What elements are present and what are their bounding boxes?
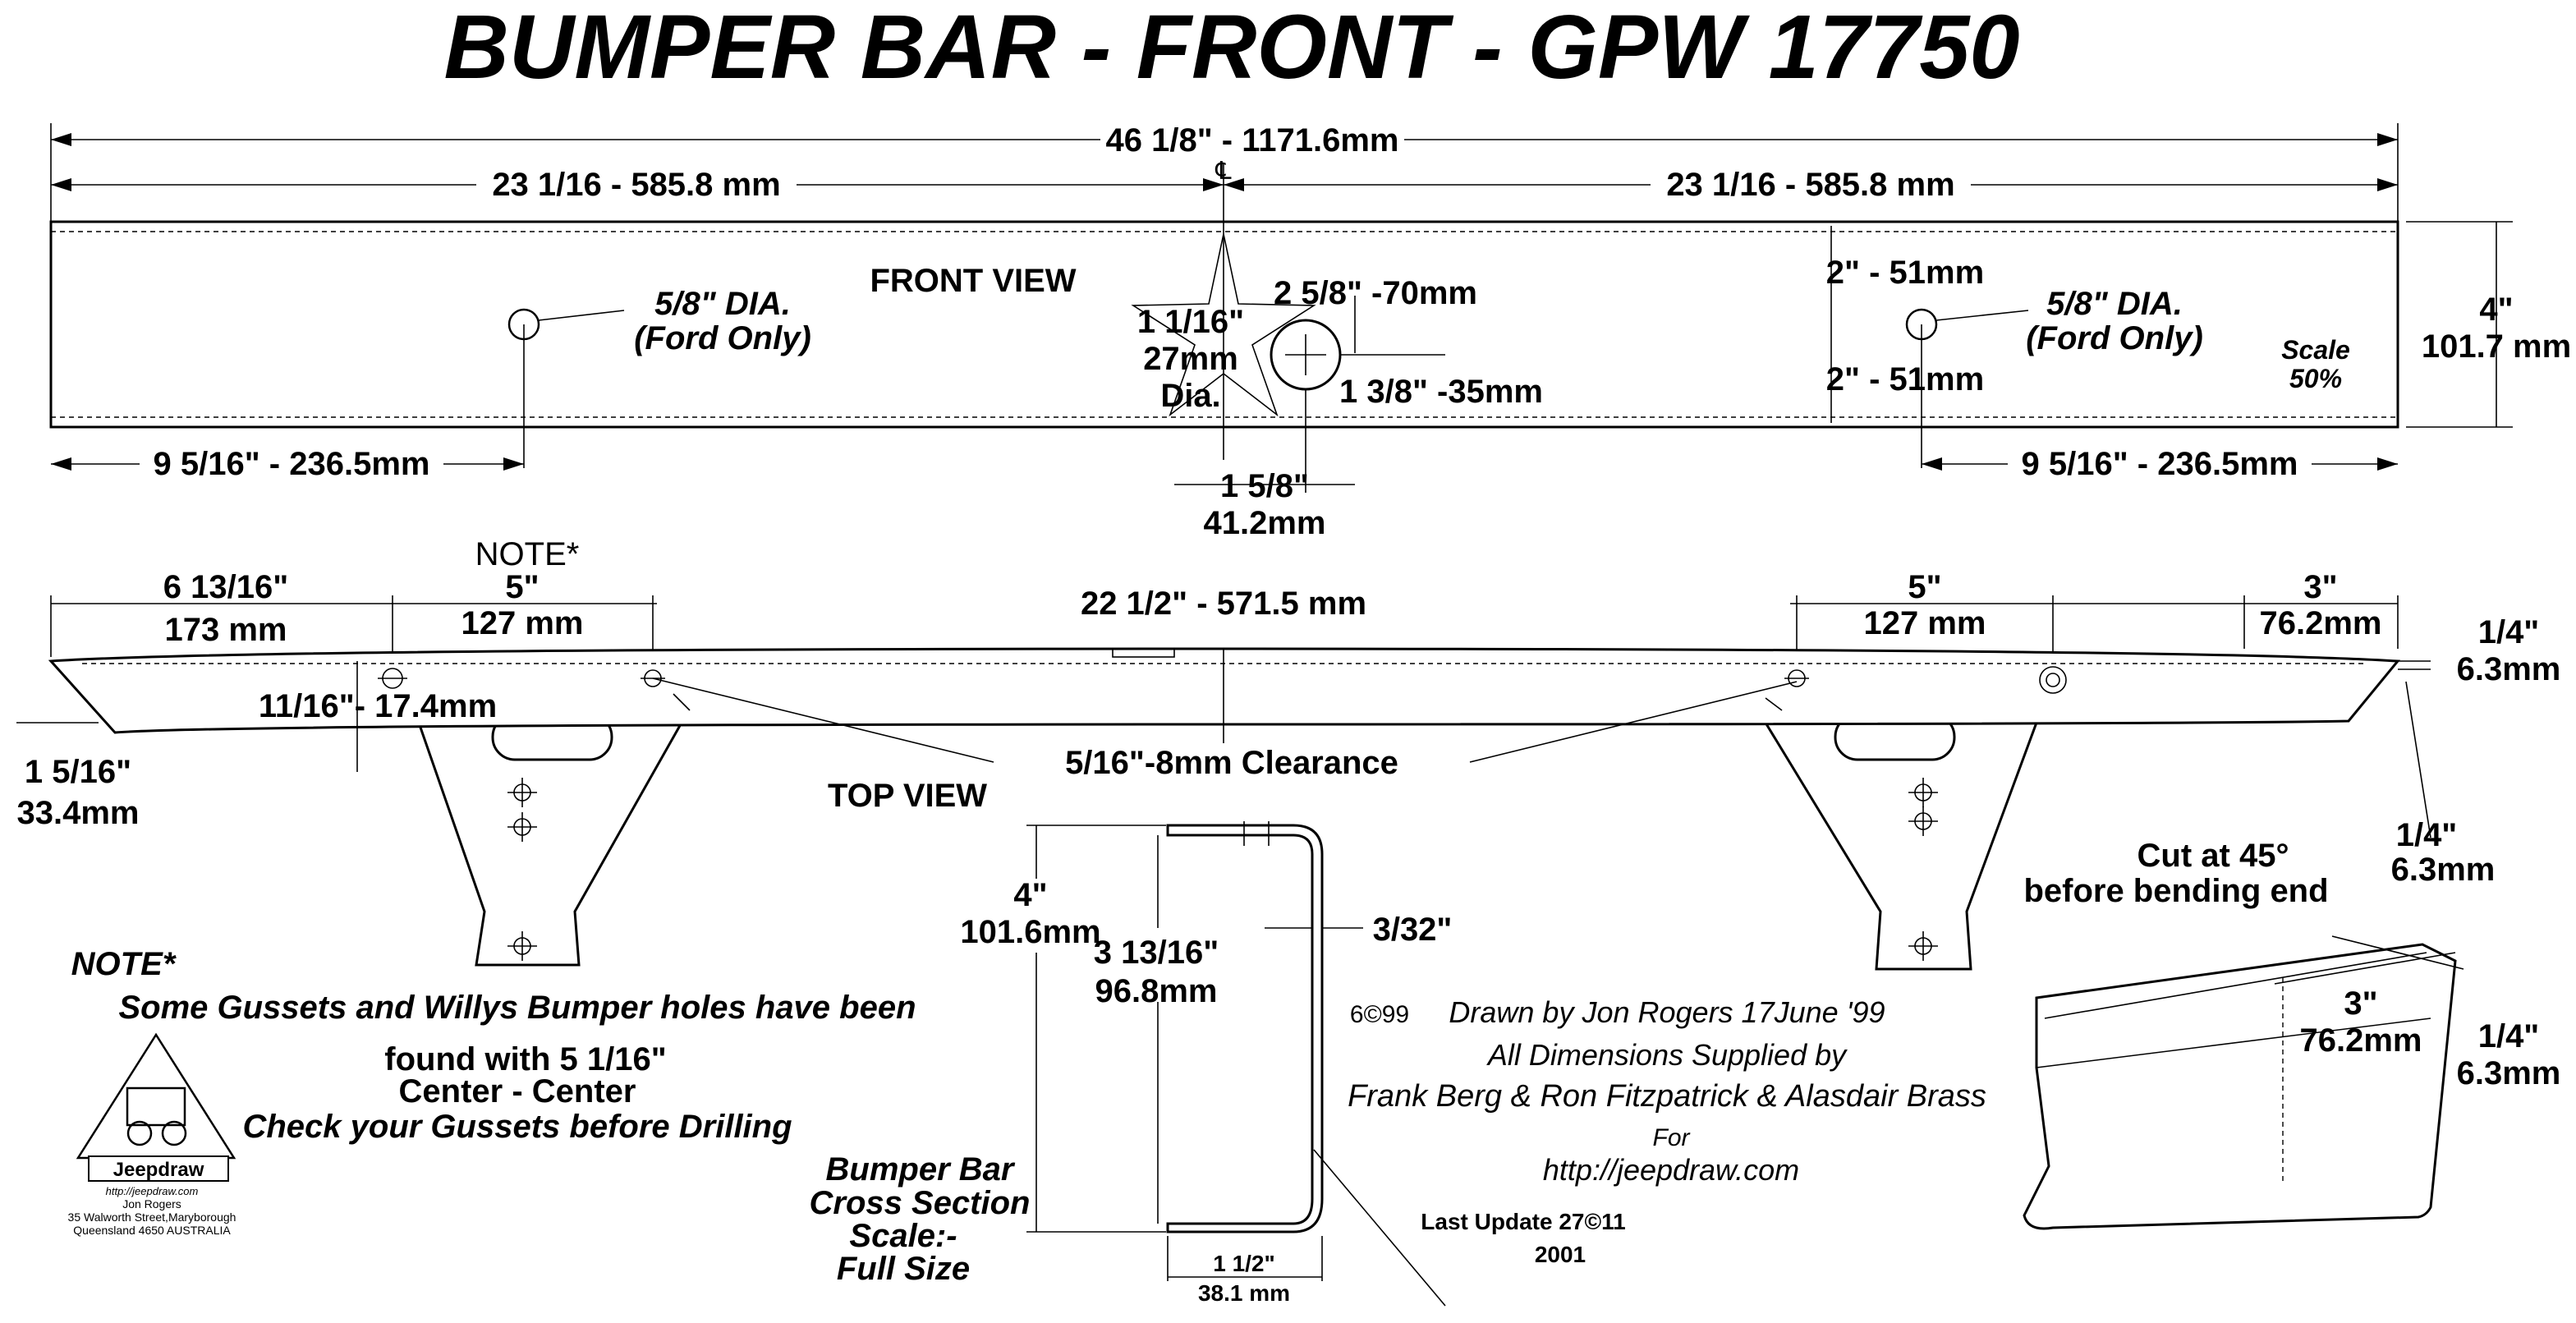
- note-line-3: Center - Center: [399, 1073, 636, 1109]
- lower-half-height-dim: 2" - 51mm: [1826, 361, 1984, 397]
- top-view: 22 1/2" - 571.5 mm 6 13/16" 173 mm NOTE*…: [16, 536, 2561, 971]
- drawing-title: BUMPER BAR - FRONT - GPW 17750: [443, 0, 2019, 98]
- center-hole-mm-label: 27mm: [1143, 341, 1238, 377]
- note-line-4: Check your Gussets before Drilling: [242, 1109, 792, 1145]
- top-hole-offset-dim: 11/16"- 17.4mm: [259, 688, 497, 724]
- hole-offset-right-dim: 9 5/16" - 236.5mm: [2022, 446, 2298, 482]
- section-inner-dim: 3 13/16": [1094, 935, 1219, 971]
- detail-thick-dim: 1/4": [2478, 1018, 2540, 1054]
- supplied-by-label: All Dimensions Supplied by: [1486, 1038, 1848, 1072]
- top-thickness-mm: 6.3mm: [2457, 651, 2561, 687]
- jeepdraw-logo: Jeepdraw http://jeepdraw.com Jon Rogers …: [68, 1032, 236, 1237]
- center-hole-dia-label: Dia.: [1160, 378, 1220, 414]
- scale-label: Scale: [2281, 335, 2350, 365]
- bar-height-mm: 101.7 mm: [2422, 328, 2571, 365]
- scale-value: 50%: [2289, 364, 2342, 393]
- credits-block: 6©99 Drawn by Jon Rogers 17June '99 All …: [1348, 995, 1986, 1267]
- top-view-label: TOP VIEW: [828, 778, 987, 814]
- last-update-year: 2001: [1535, 1242, 1586, 1267]
- end-depth-mm: 33.4mm: [17, 795, 140, 831]
- logo-url: http://jeepdraw.com: [106, 1185, 199, 1197]
- gusset-right-mm: 127 mm: [1864, 605, 1986, 641]
- cut-angle-label: Cut at 45°: [2137, 838, 2289, 874]
- site-url: http://jeepdraw.com: [1543, 1153, 1799, 1187]
- last-update-label: Last Update 27©11: [1421, 1209, 1625, 1234]
- logo-address-2: Queensland 4650 AUSTRALIA: [73, 1224, 231, 1237]
- center-hole-y-dim: 1 3/8" -35mm: [1339, 374, 1543, 410]
- section-flange-dim: 1 1/2": [1213, 1251, 1275, 1276]
- center-hole-size-label: 1 1/16": [1137, 304, 1244, 340]
- center-spacing-dim: 1 5/8": [1220, 468, 1309, 504]
- section-title-1: Bumper Bar: [826, 1151, 1016, 1187]
- logo-name: Jeepdraw: [113, 1159, 204, 1181]
- logo-address-1: 35 Walworth Street,Maryborough: [68, 1210, 236, 1224]
- end-depth-dim: 1 5/16": [25, 754, 131, 790]
- section-inner-mm: 96.8mm: [1095, 973, 1218, 1009]
- detail-length-dim: 3": [2344, 985, 2377, 1022]
- for-label: For: [1653, 1124, 1691, 1151]
- gusset-right-dim: 5": [1908, 569, 1941, 605]
- front-view: 46 1/8" - 1171.6mm 23 1/16 - 585.8 mm 23…: [49, 122, 2571, 541]
- detail-thick-mm: 6.3mm: [2457, 1055, 2561, 1091]
- note-block: NOTE* Some Gussets and Willys Bumper hol…: [71, 946, 916, 1145]
- half-length-right-dim: 23 1/16 - 585.8 mm: [1666, 167, 1954, 203]
- note-heading: NOTE*: [71, 946, 177, 982]
- gusset-left-mm: 127 mm: [461, 605, 584, 641]
- cross-section: 4" 101.6mm 3 13/16" 96.8mm 3/32" 1 1/2" …: [810, 821, 1453, 1307]
- top-thickness-dim: 1/4": [2478, 614, 2540, 650]
- cut-bending-label: before bending end: [2023, 873, 2328, 909]
- right-end-mm: 76.2mm: [2260, 605, 2382, 641]
- left-end-mm: 173 mm: [165, 612, 287, 648]
- top-view-bar: [48, 647, 2401, 734]
- top-middle-dim: 22 1/2" - 571.5 mm: [1081, 586, 1366, 622]
- hole-offset-left-dim: 9 5/16" - 236.5mm: [154, 446, 430, 482]
- front-view-label: FRONT VIEW: [870, 263, 1076, 299]
- hole-right-dia-label: 5/8" DIA.: [2046, 286, 2183, 322]
- hole-left-ford-label: (Ford Only): [634, 320, 811, 356]
- center-hole-x-dim: 2 5/8" -70mm: [1274, 275, 1477, 311]
- note-line-1: Some Gussets and Willys Bumper holes hav…: [118, 990, 916, 1026]
- section-scale-label: Scale:-: [849, 1218, 957, 1254]
- bend-mm: 6.3mm: [2391, 852, 2496, 888]
- section-thickness-dim: 3/32": [1373, 912, 1453, 948]
- section-title-2: Cross Section: [810, 1185, 1031, 1221]
- section-height-dim: 4": [1013, 877, 1047, 913]
- hole-right-ford-label: (Ford Only): [2026, 320, 2203, 356]
- hole-left-dia-label: 5/8" DIA.: [654, 286, 791, 322]
- section-height-mm: 101.6mm: [960, 914, 1100, 950]
- bend-dim: 1/4": [2396, 817, 2458, 853]
- overall-length-dim: 46 1/8" - 1171.6mm: [1106, 122, 1399, 158]
- detail-length-mm: 76.2mm: [2300, 1022, 2422, 1059]
- clearance-dim: 5/16"-8mm Clearance: [1065, 745, 1398, 781]
- note-marker: NOTE*: [475, 536, 580, 572]
- section-scale-value: Full Size: [837, 1251, 970, 1287]
- note-line-2: found with 5 1/16": [384, 1041, 666, 1077]
- left-end-dim: 6 13/16": [163, 569, 288, 605]
- copyright-mark: 6©99: [1350, 1001, 1409, 1028]
- center-spacing-mm: 41.2mm: [1204, 505, 1326, 541]
- gusset-left-dim: 5": [505, 569, 539, 605]
- supplier-names: Frank Berg & Ron Fitzpatrick & Alasdair …: [1348, 1079, 1986, 1114]
- bar-height-dim: 4": [2479, 292, 2513, 328]
- end-detail: 3" 76.2mm 1/4" 6.3mm: [2023, 935, 2561, 1230]
- upper-half-height-dim: 2" - 51mm: [1826, 255, 1984, 291]
- drawn-by-label: Drawn by Jon Rogers 17June '99: [1449, 995, 1885, 1029]
- half-length-left-dim: 23 1/16 - 585.8 mm: [492, 167, 780, 203]
- right-end-dim: 3": [2303, 569, 2337, 605]
- section-flange-mm: 38.1 mm: [1198, 1280, 1290, 1306]
- logo-author: Jon Rogers: [122, 1197, 181, 1210]
